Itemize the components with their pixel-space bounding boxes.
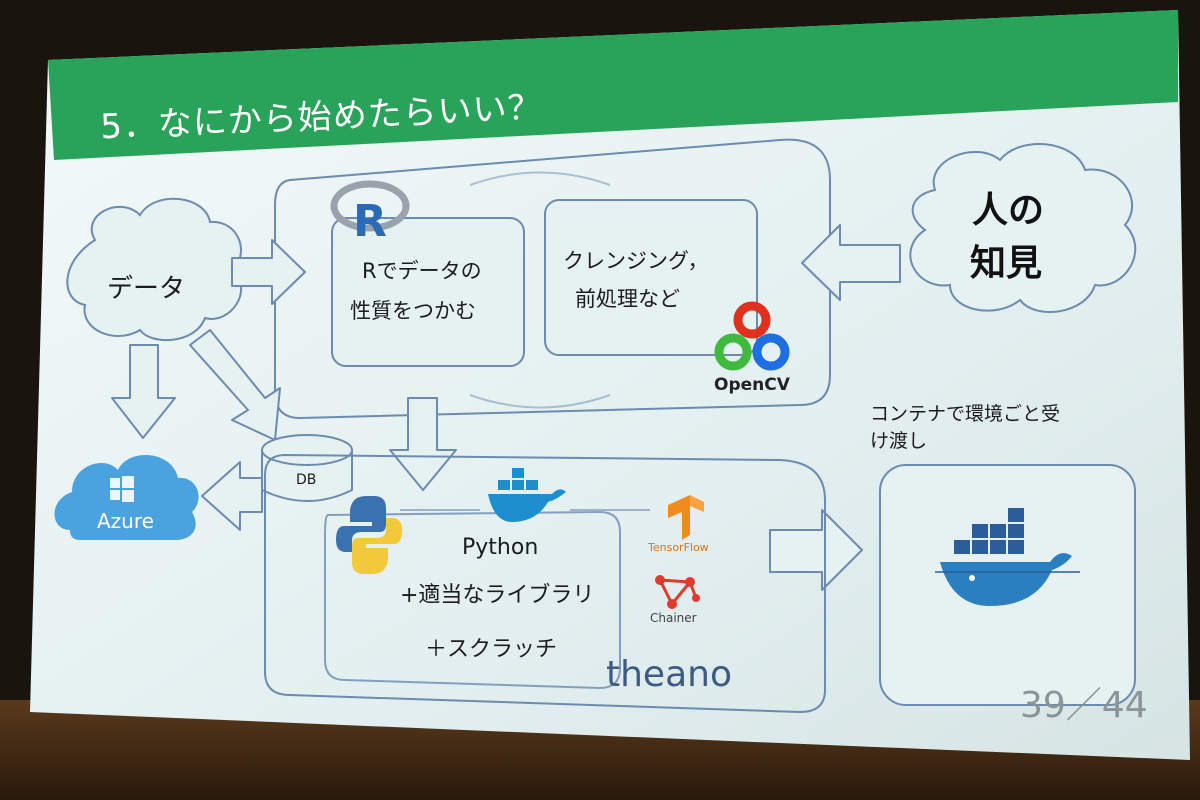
python-line1: Python bbox=[462, 535, 538, 560]
docker-large-icon bbox=[935, 508, 1080, 606]
arrow-db-to-azure bbox=[201, 461, 263, 531]
container-label-line1: コンテナで環境ごと受 bbox=[870, 403, 1060, 425]
knowledge-label-line2: 知見 bbox=[970, 243, 1042, 284]
r-logo-icon: R bbox=[330, 180, 410, 247]
knowledge-label-line1: 人の bbox=[972, 190, 1044, 231]
svg-text:R: R bbox=[353, 196, 387, 247]
cleansing-line2: 前処理など bbox=[575, 287, 680, 311]
data-cloud-label: データ bbox=[107, 274, 185, 304]
python-logo-icon bbox=[336, 496, 402, 574]
python-inner-box bbox=[324, 510, 621, 690]
tensorflow-label: TensorFlow bbox=[647, 541, 709, 554]
python-line3: ＋スクラッチ bbox=[425, 637, 557, 662]
r-analysis-box bbox=[331, 217, 525, 367]
arrow-knowledge-to-cleansing bbox=[801, 224, 901, 301]
azure-label: Azure bbox=[97, 509, 154, 533]
db-cylinder: DB bbox=[261, 434, 353, 502]
page-number: 39／44 bbox=[1020, 685, 1148, 726]
cycle-arc-bottom bbox=[469, 394, 611, 409]
tensorflow-logo-icon: TensorFlow bbox=[647, 495, 709, 554]
cleansing-line1: クレンジング， bbox=[563, 249, 709, 273]
cleansing-box bbox=[544, 199, 758, 356]
theano-logo: theano bbox=[606, 654, 732, 695]
data-cloud bbox=[66, 197, 243, 342]
python-group-box bbox=[264, 453, 826, 714]
container-label-line2: け渡し bbox=[870, 430, 927, 452]
analysis-group-box bbox=[274, 138, 831, 420]
opencv-logo-icon: OpenCV bbox=[714, 301, 791, 395]
arrow-python-to-container bbox=[769, 509, 863, 591]
opencv-label: OpenCV bbox=[714, 375, 791, 395]
chainer-label: Chainer bbox=[650, 611, 697, 625]
title-bar bbox=[48, 10, 1178, 160]
arrow-data-to-db bbox=[189, 329, 281, 441]
db-label: DB bbox=[296, 472, 316, 488]
arrow-data-to-azure bbox=[111, 344, 176, 439]
docker-small-icon bbox=[488, 468, 566, 522]
cycle-arc-top bbox=[469, 171, 611, 186]
knowledge-cloud bbox=[909, 143, 1137, 313]
arrow-data-to-r bbox=[231, 239, 306, 305]
arrow-analysis-to-python bbox=[389, 397, 457, 491]
python-line2: +適当なライブラリ bbox=[400, 583, 594, 608]
r-box-line1: Rでデータの bbox=[362, 259, 482, 283]
windows-logo-icon bbox=[110, 476, 134, 502]
chainer-logo-icon: Chainer bbox=[650, 575, 700, 625]
r-box-line2: 性質をつかむ bbox=[350, 299, 476, 323]
